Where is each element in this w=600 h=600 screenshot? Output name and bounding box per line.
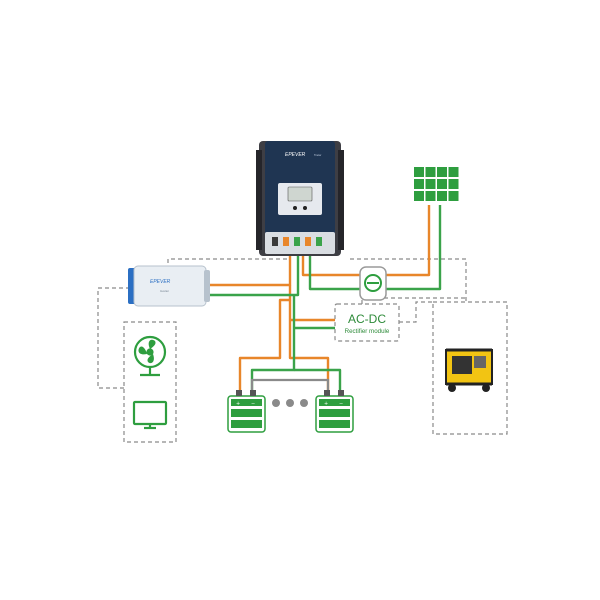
controller-model: Tracer <box>314 153 322 157</box>
battery-icon: + − <box>315 390 354 433</box>
positive-wires <box>205 205 431 392</box>
terminal-4 <box>305 237 311 246</box>
inverter-body <box>133 265 207 307</box>
terminal-2 <box>283 237 289 246</box>
controller-brand: EPEVER <box>285 152 306 158</box>
controller-lcd <box>287 186 313 202</box>
controller-fin-right <box>338 150 344 250</box>
terminal-1 <box>272 237 278 246</box>
breaker-icon <box>359 266 387 301</box>
controller-fin-left <box>256 150 262 250</box>
battery2-positive-wire <box>288 300 330 392</box>
negative-wires <box>205 205 442 392</box>
battery-icon: + − <box>227 390 266 433</box>
breaker-ac-line <box>350 258 467 302</box>
battery2-plus: + <box>324 401 328 407</box>
battery-negative-wire <box>250 295 296 392</box>
breaker-solar-positive-wire <box>384 205 431 277</box>
load-enclosure <box>123 321 177 443</box>
rectifier-title: AC-DC <box>348 312 386 326</box>
battery-link-cable <box>250 378 330 392</box>
ac-dashed-lines <box>97 258 508 443</box>
terminal-3 <box>294 237 300 246</box>
battery-ellipsis <box>272 399 308 407</box>
battery1-minus: − <box>251 401 255 407</box>
rectifier-ac-input-line <box>361 297 466 304</box>
inverter-model: Inverter <box>160 289 169 293</box>
battery2-negative-wire <box>294 368 342 392</box>
solar-positive-wire <box>301 250 360 277</box>
rectifier-subtitle: Rectifier module <box>345 328 390 335</box>
breaker-solar-negative-wire <box>384 205 442 291</box>
inverter-ac-output-line <box>97 287 130 389</box>
battery1-plus: + <box>236 401 240 407</box>
tv-icon <box>132 400 168 430</box>
inverter-end-right <box>204 270 210 302</box>
charge-controller: EPEVER Tracer <box>256 141 344 256</box>
terminal-5 <box>316 237 322 246</box>
solar-panel-icon <box>413 166 459 202</box>
solar-negative-wire <box>308 250 360 291</box>
battery2-minus: − <box>339 401 343 407</box>
battery-positive-wire <box>238 285 292 392</box>
controller-button-esc <box>293 206 297 210</box>
rectifier-generator-line <box>399 301 433 323</box>
inverter-negative-wire <box>205 250 300 297</box>
inverter: EPEVER Inverter <box>128 265 210 307</box>
controller-button-enter <box>303 206 307 210</box>
fan-icon <box>133 335 167 377</box>
generator-enclosure <box>432 301 508 435</box>
inverter-brand: EPEVER <box>150 279 171 285</box>
generator-icon <box>445 348 493 392</box>
